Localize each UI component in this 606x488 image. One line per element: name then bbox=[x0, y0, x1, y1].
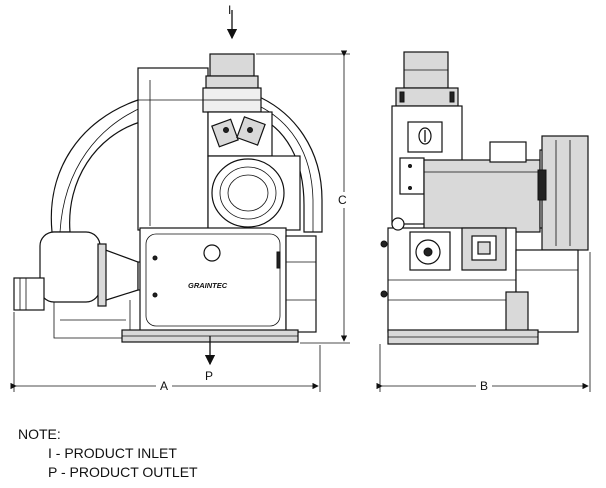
fan-housing bbox=[39, 231, 101, 303]
outlet-marker: P bbox=[205, 369, 213, 383]
front-view: GRAINTEC I P A C bbox=[10, 3, 352, 393]
note-heading: NOTE: bbox=[18, 426, 61, 442]
note-line-outlet: P - PRODUCT OUTLET bbox=[48, 464, 198, 480]
dimension-c-label: C bbox=[338, 193, 347, 207]
inlet-flange bbox=[205, 75, 259, 89]
return-duct bbox=[50, 99, 141, 233]
side-fan-guard bbox=[541, 135, 589, 251]
feeder-gate-left bbox=[211, 118, 239, 148]
side-motor-cap bbox=[489, 141, 527, 163]
side-view: B bbox=[376, 51, 591, 393]
side-panel bbox=[285, 235, 317, 333]
fan-flange bbox=[97, 243, 107, 307]
rotor-drum bbox=[211, 158, 285, 228]
side-inlet bbox=[13, 277, 45, 311]
side-small-panel bbox=[399, 157, 425, 195]
side-motor bbox=[423, 159, 541, 233]
note-block: NOTE: I - PRODUCT INLET P - PRODUCT OUTL… bbox=[18, 425, 198, 482]
brand-logo: GRAINTEC bbox=[188, 281, 228, 290]
side-gearbox bbox=[461, 227, 507, 271]
dimension-a-label: A bbox=[160, 379, 168, 393]
main-cabinet bbox=[139, 227, 287, 333]
column-housing bbox=[137, 67, 209, 231]
side-inlet-flange bbox=[395, 87, 459, 107]
cabinet-port bbox=[203, 244, 221, 262]
dimension-b-label: B bbox=[480, 379, 488, 393]
side-lifting-eye bbox=[391, 217, 405, 231]
note-line-inlet: I - PRODUCT INLET bbox=[48, 445, 177, 461]
inlet-marker: I bbox=[228, 3, 231, 17]
inlet-hopper bbox=[209, 53, 255, 77]
